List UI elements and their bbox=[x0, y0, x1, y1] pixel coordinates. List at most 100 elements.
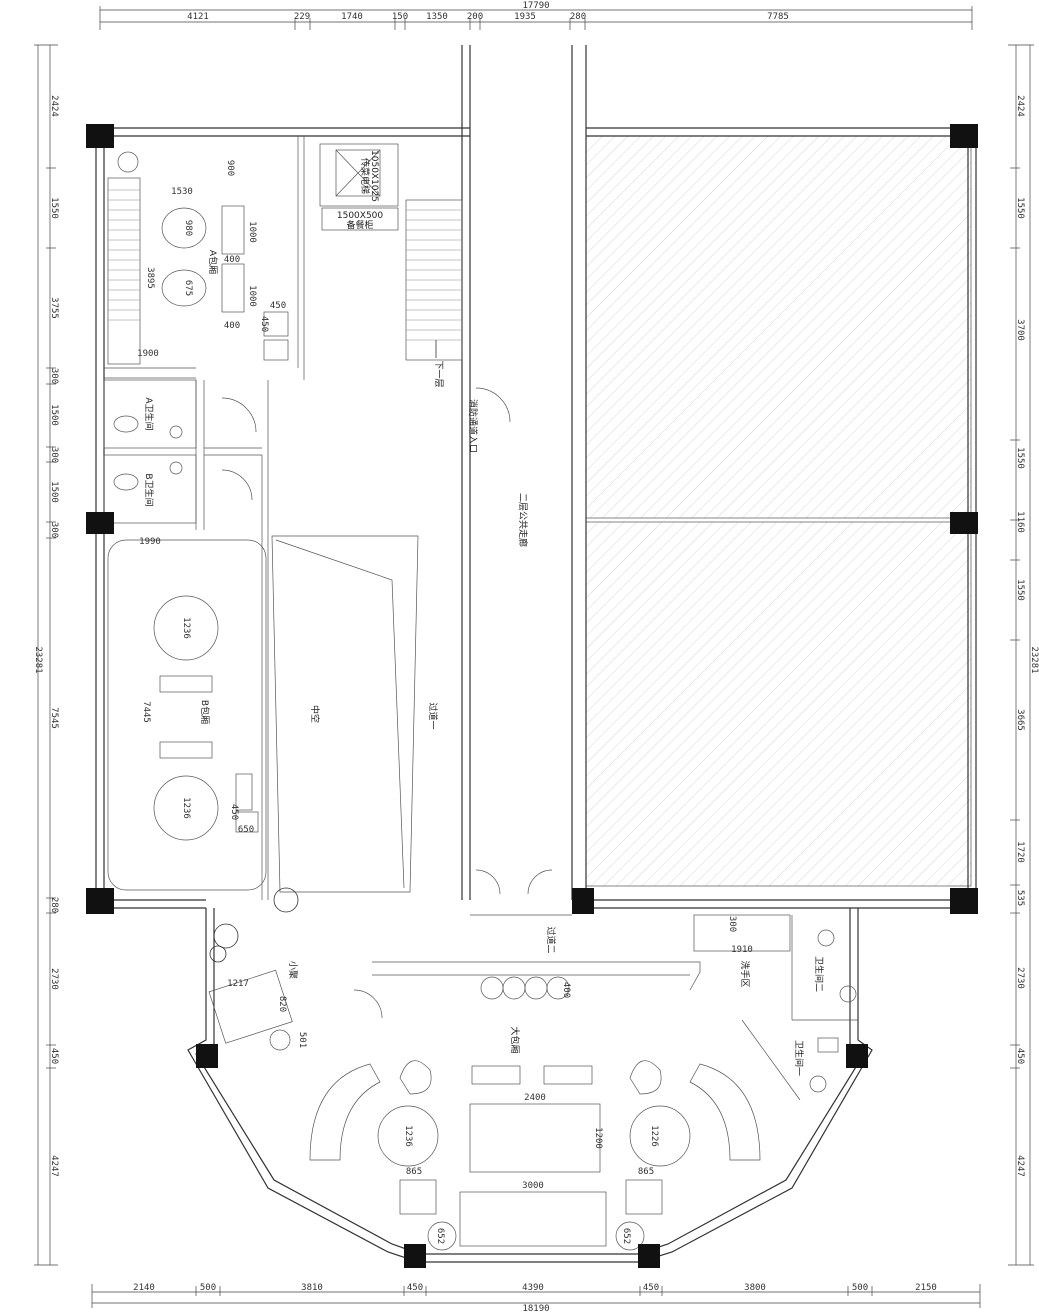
fire-exit-label: 消防通道入口 bbox=[467, 399, 479, 453]
bottom-seg-5: 4390 bbox=[522, 1283, 544, 1293]
plant-icon bbox=[209, 887, 299, 963]
bottom-dimension-chain: 2140 500 3810 450 4390 450 3800 500 2150… bbox=[91, 1283, 981, 1313]
bottom-seg-6: 450 bbox=[643, 1283, 659, 1293]
column bbox=[572, 888, 594, 914]
bottom-seg-3: 3810 bbox=[301, 1283, 323, 1293]
dim-3000: 3000 bbox=[522, 1181, 544, 1191]
dim-table-b2: 1236 bbox=[181, 797, 191, 819]
left-seg-1: 2424 bbox=[49, 95, 59, 117]
dim-865-left: 865 bbox=[406, 1167, 422, 1177]
column bbox=[404, 1244, 426, 1268]
top-seg-1: 4121 bbox=[187, 12, 209, 22]
top-seg-4: 150 bbox=[392, 12, 408, 22]
top-dimension-chain: 17790 4121 229 1740 150 1350 200 1935 28… bbox=[99, 1, 973, 30]
elevator-label: 传菜电梯 bbox=[359, 158, 371, 194]
furniture bbox=[113, 149, 857, 1251]
right-seg-7: 3665 bbox=[1015, 709, 1025, 731]
room-b-label: B包厢 bbox=[199, 700, 211, 724]
column bbox=[638, 1244, 660, 1268]
dim-2400: 2400 bbox=[524, 1093, 546, 1103]
column bbox=[950, 512, 978, 534]
left-dimension-chain: 23281 2424 1550 3755 300 1500 300 1500 3… bbox=[33, 44, 59, 1266]
dim-1200: 1200 bbox=[593, 1127, 603, 1149]
column bbox=[86, 124, 114, 148]
top-seg-2: 229 bbox=[294, 12, 310, 22]
right-seg-1: 2424 bbox=[1015, 95, 1025, 117]
dim-1910: 1910 bbox=[731, 945, 753, 955]
corridor-1-label: 过道一 bbox=[427, 702, 439, 729]
banquet-label: 大包厢 bbox=[509, 1026, 521, 1053]
dim-1900: 1900 bbox=[137, 349, 159, 359]
left-seg-2: 1550 bbox=[49, 197, 59, 219]
inner-dimensions: 900 1530 980 675 1000 400 1000 400 450 4… bbox=[137, 160, 753, 1244]
corridor-2-label: 过道二 bbox=[545, 926, 557, 953]
lounge-label: 小聚 bbox=[287, 961, 298, 979]
left-seg-6: 300 bbox=[49, 447, 59, 463]
dim-652-right: 652 bbox=[621, 1228, 631, 1244]
right-seg-4: 1550 bbox=[1015, 447, 1025, 469]
dim-820: 820 bbox=[277, 996, 287, 1012]
right-seg-9: 535 bbox=[1015, 890, 1025, 906]
left-seg-10: 280 bbox=[49, 897, 59, 913]
right-seg-11: 450 bbox=[1015, 1048, 1025, 1064]
dim-400c: 400 bbox=[561, 982, 571, 998]
left-seg-7: 1500 bbox=[49, 481, 59, 503]
stair-treads bbox=[108, 189, 462, 341]
wc-a-label: A卫生间 bbox=[143, 397, 155, 430]
dim-400a: 400 bbox=[224, 255, 240, 265]
dim-400b: 400 bbox=[224, 321, 240, 331]
bottom-seg-8: 500 bbox=[852, 1283, 868, 1293]
prep-size-label: 1500X500 bbox=[337, 211, 384, 221]
left-seg-3: 3755 bbox=[49, 297, 59, 319]
column bbox=[86, 888, 114, 914]
wash-area-label: 洗手区 bbox=[739, 960, 751, 987]
dim-7445: 7445 bbox=[141, 701, 151, 723]
column bbox=[846, 1044, 868, 1068]
dim-865-right: 865 bbox=[638, 1167, 654, 1177]
right-seg-3: 3700 bbox=[1015, 319, 1025, 341]
dim-652-left: 652 bbox=[435, 1228, 445, 1244]
left-seg-4: 300 bbox=[49, 368, 59, 384]
column bbox=[950, 888, 978, 914]
bottom-seg-1: 2140 bbox=[133, 1283, 155, 1293]
left-seg-5: 1500 bbox=[49, 404, 59, 426]
right-seg-10: 2730 bbox=[1015, 967, 1025, 989]
bottom-overall: 18190 bbox=[522, 1304, 549, 1313]
right-overall: 23281 bbox=[1029, 646, 1039, 673]
wc-2-label: 卫生间二 bbox=[813, 956, 825, 992]
dim-table-big-l: 1236 bbox=[403, 1125, 413, 1147]
left-seg-8: 300 bbox=[49, 522, 59, 538]
dim-1000b: 1000 bbox=[247, 285, 257, 307]
public-corridor-label: 二层公共走廊 bbox=[517, 493, 529, 547]
left-seg-9: 7545 bbox=[49, 707, 59, 729]
wc-b-label: B卫生间 bbox=[143, 473, 155, 506]
atrium-label: 中空 bbox=[309, 705, 321, 723]
interior-partitions bbox=[103, 136, 858, 1101]
top-seg-8: 280 bbox=[570, 12, 586, 22]
bottom-seg-7: 3800 bbox=[744, 1283, 766, 1293]
dim-table-a1: 980 bbox=[183, 220, 193, 236]
dim-501: 501 bbox=[297, 1032, 307, 1048]
column bbox=[86, 512, 114, 534]
bottom-seg-2: 500 bbox=[200, 1283, 216, 1293]
left-overall: 23281 bbox=[33, 646, 43, 673]
dim-table-big-r: 1226 bbox=[649, 1125, 659, 1147]
top-seg-9: 7785 bbox=[767, 12, 789, 22]
structural-columns bbox=[86, 124, 978, 1268]
dim-900: 900 bbox=[225, 160, 235, 176]
dim-1990: 1990 bbox=[139, 537, 161, 547]
column bbox=[950, 124, 978, 148]
building-outline bbox=[95, 45, 977, 1263]
right-seg-6: 1550 bbox=[1015, 579, 1025, 601]
elevator-size-label: 1050X1025 bbox=[369, 150, 379, 202]
top-seg-3: 1740 bbox=[341, 12, 363, 22]
dim-table-b1: 1236 bbox=[181, 617, 191, 639]
top-seg-5: 1350 bbox=[426, 12, 448, 22]
prep-table-label: 备餐柜 bbox=[346, 219, 373, 231]
room-labels: A包厢 B包厢 A卫生间 B卫生间 中空 过道一 过道二 二层公共走廊 消防通道… bbox=[143, 150, 825, 1076]
dim-450c: 450 bbox=[229, 804, 239, 820]
left-seg-12: 450 bbox=[49, 1048, 59, 1064]
bottom-seg-4: 450 bbox=[407, 1283, 423, 1293]
top-seg-7: 1935 bbox=[514, 12, 536, 22]
